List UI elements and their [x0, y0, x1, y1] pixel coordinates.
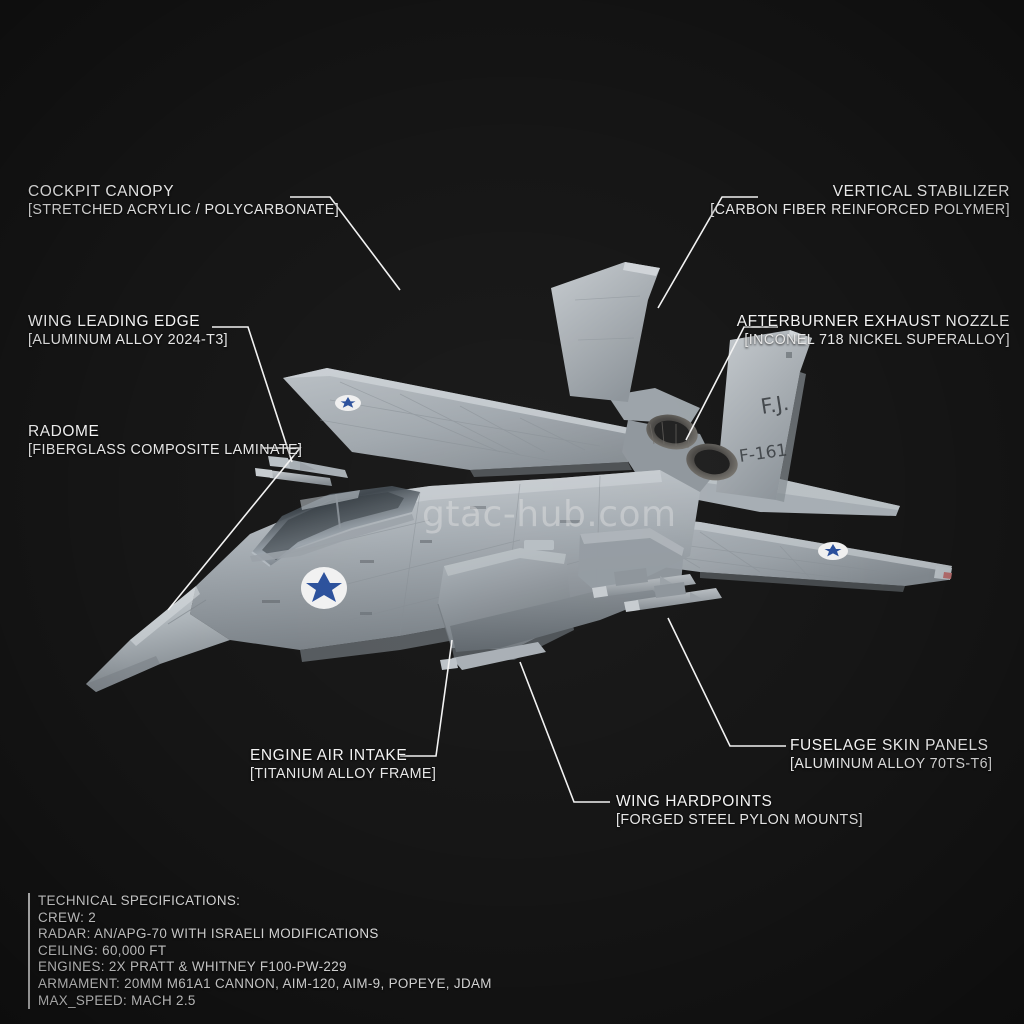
callout-title: RADOME	[28, 423, 100, 440]
tail-code-text: F.J.	[759, 391, 791, 419]
roundel-left-wing	[335, 395, 361, 411]
callout-wing-hardpoints: WING HARDPOINTS [FORGED STEEL PYLON MOUN…	[616, 792, 863, 829]
callout-material: [FORGED STEEL PYLON MOUNTS]	[616, 812, 863, 828]
left-horizontal-stabilizer	[608, 388, 700, 424]
roundel-right-wing	[818, 542, 848, 560]
callout-material: [CARBON FIBER REINFORCED POLYMER]	[710, 202, 1010, 218]
technical-specifications-block: TECHNICAL SPECIFICATIONS: CREW: 2 RADAR:…	[28, 893, 492, 1010]
spec-engines: ENGINES: 2X PRATT & WHITNEY F100-PW-229	[38, 959, 347, 975]
callout-title: AFTERBURNER EXHAUST NOZZLE	[736, 313, 1010, 330]
callout-title: FUSELAGE SKIN PANELS	[790, 737, 989, 754]
callout-cockpit-canopy: COCKPIT CANOPY [STRETCHED ACRYLIC / POLY…	[28, 182, 339, 219]
spec-heading: TECHNICAL SPECIFICATIONS:	[38, 893, 241, 908]
callout-title: COCKPIT CANOPY	[28, 183, 175, 200]
spec-crew: CREW: 2	[38, 909, 97, 925]
conformal-fuel-tank	[450, 580, 660, 652]
fuselage-stencils	[360, 506, 580, 615]
callout-material: [FIBERGLASS COMPOSITE LAMINATE]	[28, 442, 303, 458]
roundel-fuselage	[301, 567, 347, 609]
callout-afterburner-exhaust-nozzle: AFTERBURNER EXHAUST NOZZLE [INCONEL 718 …	[737, 312, 1010, 349]
spec-armament: ARMAMENT: 20MM M61A1 CANNON, AIM-120, AI…	[38, 975, 492, 991]
callout-material: [TITANIUM ALLOY FRAME]	[250, 766, 437, 782]
callout-fuselage-skin-panels: FUSELAGE SKIN PANELS [ALUMINUM ALLOY 70T…	[790, 736, 992, 773]
callout-engine-air-intake: ENGINE AIR INTAKE [TITANIUM ALLOY FRAME]	[250, 746, 436, 783]
callout-title: WING LEADING EDGE	[28, 313, 201, 330]
callout-vertical-stabilizer: VERTICAL STABILIZER [CARBON FIBER REINFO…	[710, 182, 1010, 219]
callout-title: ENGINE AIR INTAKE	[250, 747, 408, 764]
callout-radome: RADOME [FIBERGLASS COMPOSITE LAMINATE]	[28, 422, 302, 459]
callout-title: VERTICAL STABILIZER	[832, 183, 1010, 200]
left-vertical-stabilizer	[551, 262, 660, 402]
callout-title: WING HARDPOINTS	[616, 793, 773, 810]
callout-material: [ALUMINUM ALLOY 2024-T3]	[28, 332, 229, 348]
callout-material: [STRETCHED ACRYLIC / POLYCARBONATE]	[28, 202, 340, 218]
callout-wing-leading-edge: WING LEADING EDGE [ALUMINUM ALLOY 2024-T…	[28, 312, 228, 349]
spec-radar: RADAR: AN/APG-70 WITH ISRAELI MODIFICATI…	[38, 926, 379, 942]
spec-ceiling: CEILING: 60,000 FT	[38, 942, 167, 958]
spec-max-speed: MAX_SPEED: MACH 2.5	[38, 992, 196, 1008]
callout-material: [ALUMINUM ALLOY 70TS-T6]	[790, 756, 993, 772]
wing-hardpoint-missiles	[592, 568, 722, 612]
callout-material: [INCONEL 718 NICKEL SUPERALLOY]	[744, 332, 1010, 348]
